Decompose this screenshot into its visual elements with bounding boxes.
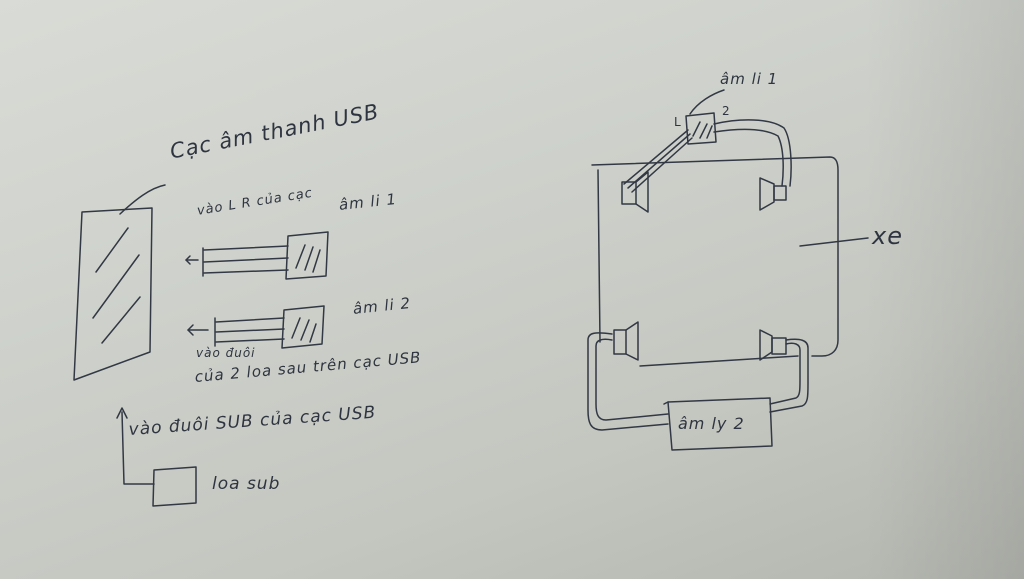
page-shadow — [864, 0, 1024, 579]
usb-sound-card-shape — [73, 207, 153, 381]
usb-card-pointer — [119, 184, 166, 215]
wire-amp2-left — [587, 332, 669, 431]
rear-right-speaker-shape — [759, 329, 787, 361]
wire-amp2-right — [769, 338, 809, 413]
wire-amp1-left — [623, 129, 693, 193]
sub-label: loa sub — [212, 474, 281, 494]
sub-box-shape — [152, 466, 197, 507]
right-channel-label: 2 — [722, 104, 731, 118]
amp1-wires — [185, 245, 289, 277]
car-amp2-shape — [663, 397, 773, 451]
car-amp1-shape — [685, 89, 725, 145]
front-right-speaker-shape — [759, 177, 787, 211]
car-label: xe — [872, 222, 903, 250]
car-amp1-label: âm li 1 — [720, 70, 779, 88]
wire-amp1-right — [713, 119, 792, 187]
amp2-box-shape — [281, 305, 325, 349]
sub-wire — [116, 407, 155, 485]
rear-wire-label-line1: vào đuôi — [196, 346, 256, 360]
rear-left-speaker-shape — [613, 321, 639, 361]
front-left-speaker-shape — [621, 171, 649, 213]
amp2-wires — [187, 317, 285, 347]
amp1-box-shape — [285, 231, 329, 280]
left-channel-label: L — [674, 115, 682, 129]
car-outline — [591, 156, 839, 367]
car-amp2-label: âm ly 2 — [678, 414, 745, 433]
car-pointer — [799, 237, 869, 247]
